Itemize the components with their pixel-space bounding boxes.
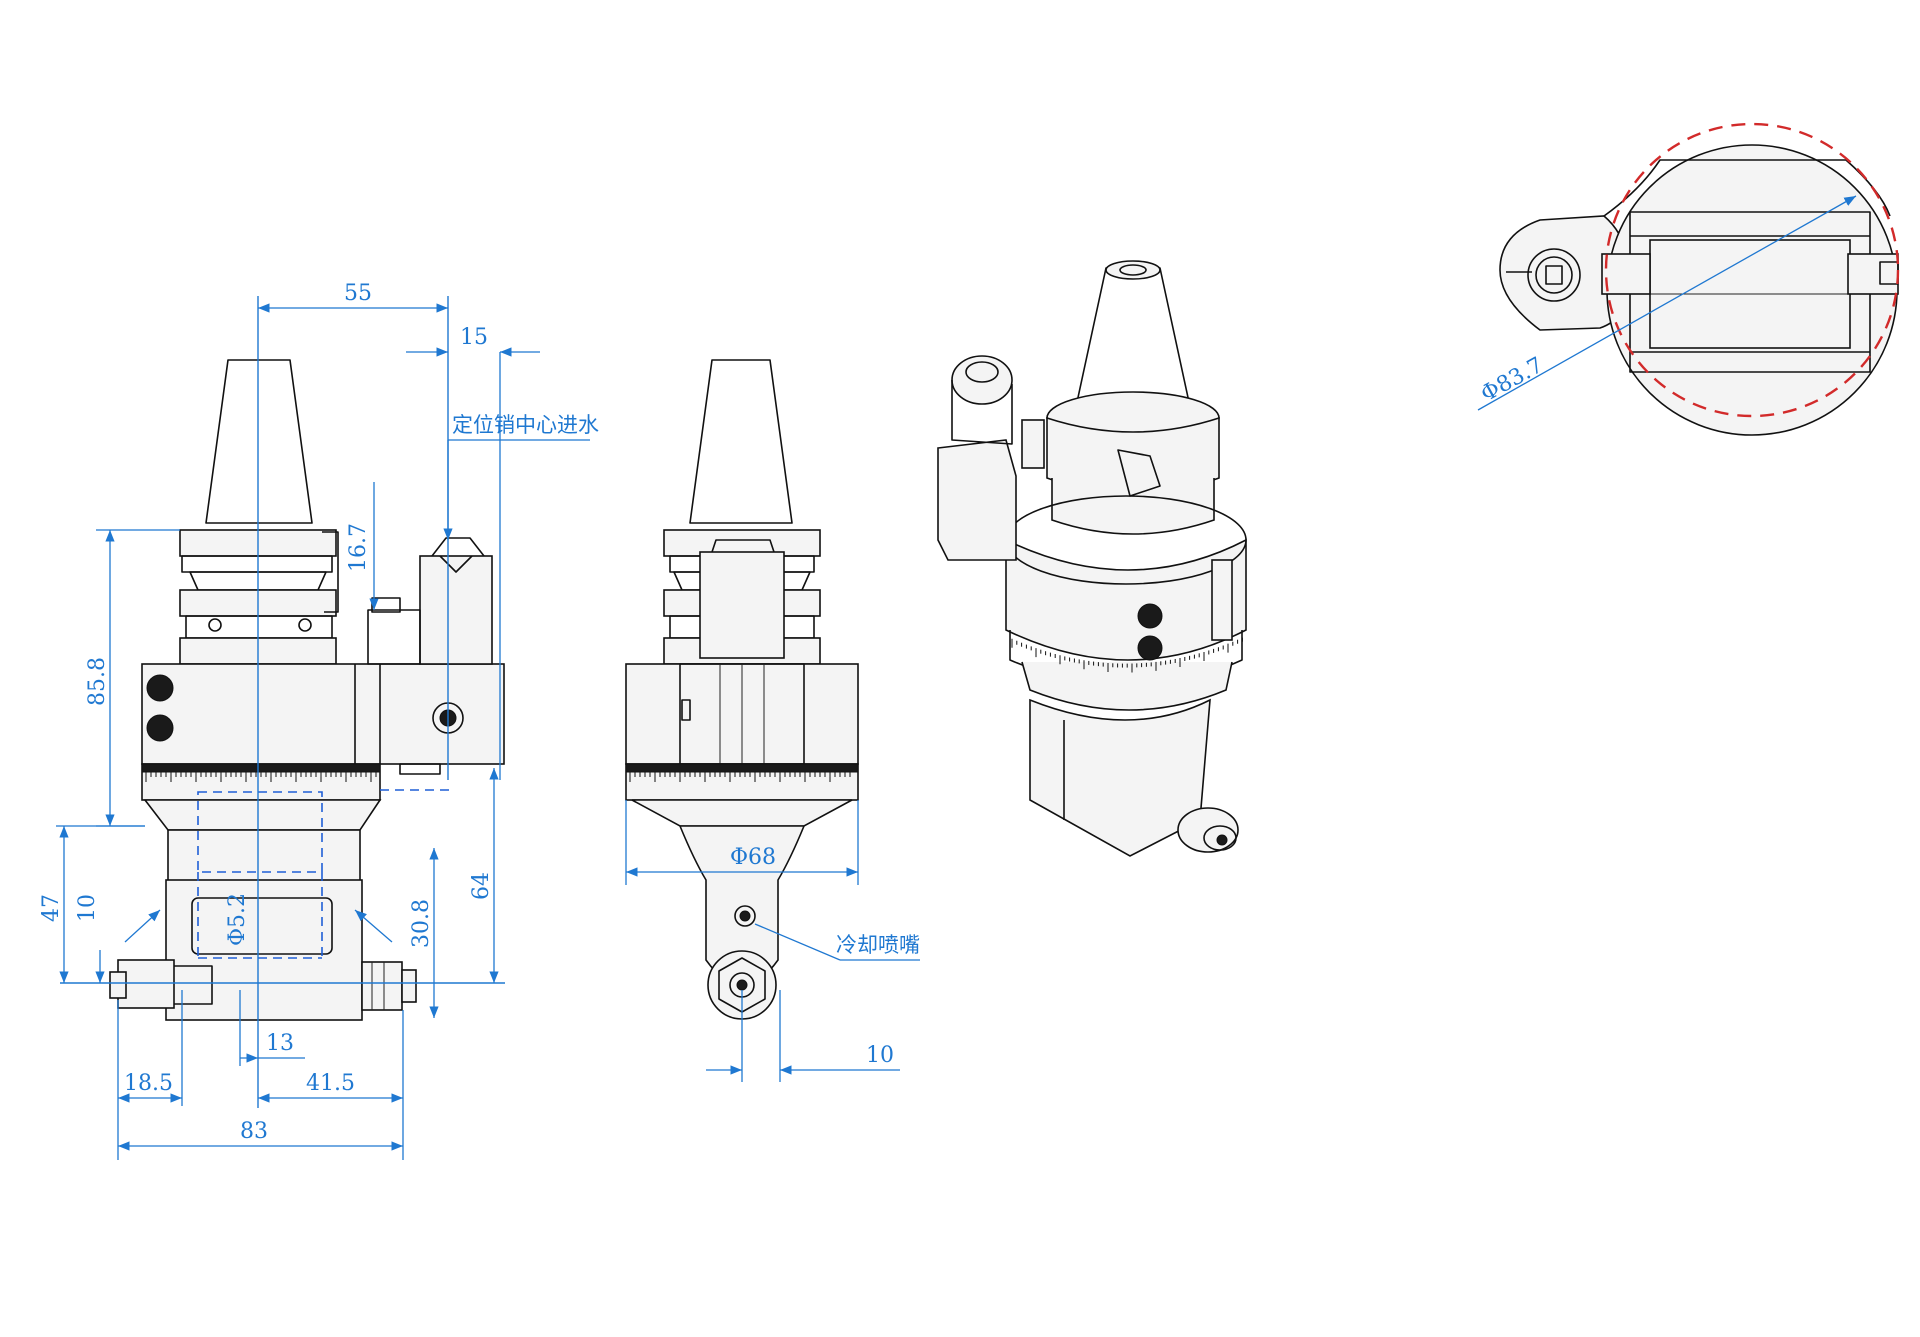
front-dimension-labels: 55 15 16.7 定位销中心进水 85.8 47 10 Φ5.2 30.8 …: [39, 281, 599, 1144]
dim-phi-68: Φ68: [730, 845, 776, 870]
dim-16-7: 16.7: [346, 523, 371, 572]
dim-18-5: 18.5: [124, 1071, 173, 1096]
label-coolant-nozzle: 冷却喷嘴: [836, 933, 920, 957]
front-hidden-lines: [197, 789, 450, 959]
dim-13: 13: [266, 1031, 294, 1056]
dim-10-right: 10: [866, 1043, 894, 1068]
dim-55: 55: [344, 281, 372, 306]
side-dimension-lines: [625, 800, 920, 1082]
detail-view: [1499, 144, 1899, 436]
dim-41-5: 41.5: [306, 1071, 355, 1096]
dim-phi-83-7: Φ83.7: [1477, 353, 1548, 407]
dim-83: 83: [240, 1119, 268, 1144]
label-locating-pin-water: 定位销中心进水: [452, 413, 599, 437]
dim-47: 47: [39, 894, 64, 922]
side-view: [625, 359, 859, 1020]
dim-85-8: 85.8: [85, 657, 110, 706]
front-scale-ticks: [145, 772, 377, 782]
dim-15: 15: [460, 325, 488, 350]
front-view: [109, 359, 505, 1021]
side-dimension-labels: Φ68 冷却喷嘴 10: [730, 845, 920, 1068]
dim-phi-5-2: Φ5.2: [225, 893, 250, 946]
side-scale-ticks: [629, 772, 851, 782]
dim-30-8: 30.8: [409, 899, 434, 948]
front-dimension-lines: [56, 303, 590, 1160]
dim-64: 64: [469, 872, 494, 900]
iso-scale-ticks: [1011, 637, 1243, 673]
dim-10-left: 10: [75, 894, 100, 922]
detail-circle-highlight: [1604, 122, 1900, 418]
isometric-view: [937, 260, 1247, 857]
